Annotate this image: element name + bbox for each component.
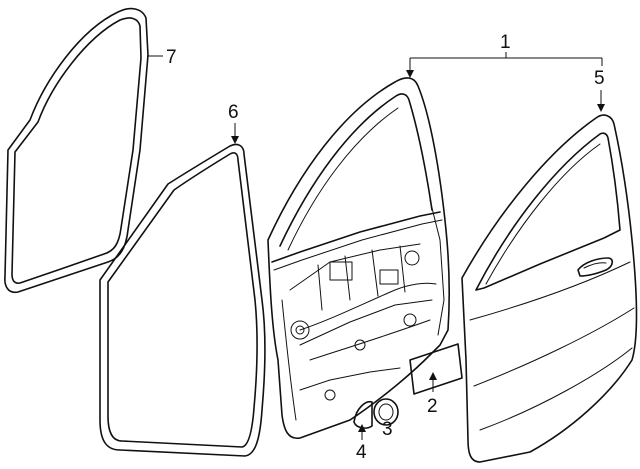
- callout-7: 7: [166, 47, 177, 68]
- callout-5: 5: [594, 68, 605, 89]
- leader-1: [409, 52, 603, 72]
- door-assembly-icon: [267, 77, 451, 440]
- round-plug-icon: [373, 398, 399, 426]
- label-plate-icon: [409, 343, 463, 395]
- callout-6: 6: [228, 102, 239, 123]
- callout-2: 2: [427, 396, 438, 417]
- body-weatherstrip-icon: [4, 7, 149, 294]
- door-seal-icon: [99, 143, 266, 457]
- callout-1: 1: [500, 32, 511, 53]
- outer-door-shell-icon: [461, 114, 638, 463]
- callout-3: 3: [382, 419, 393, 440]
- callout-4: 4: [356, 442, 367, 463]
- half-round-plug-icon: [353, 400, 373, 429]
